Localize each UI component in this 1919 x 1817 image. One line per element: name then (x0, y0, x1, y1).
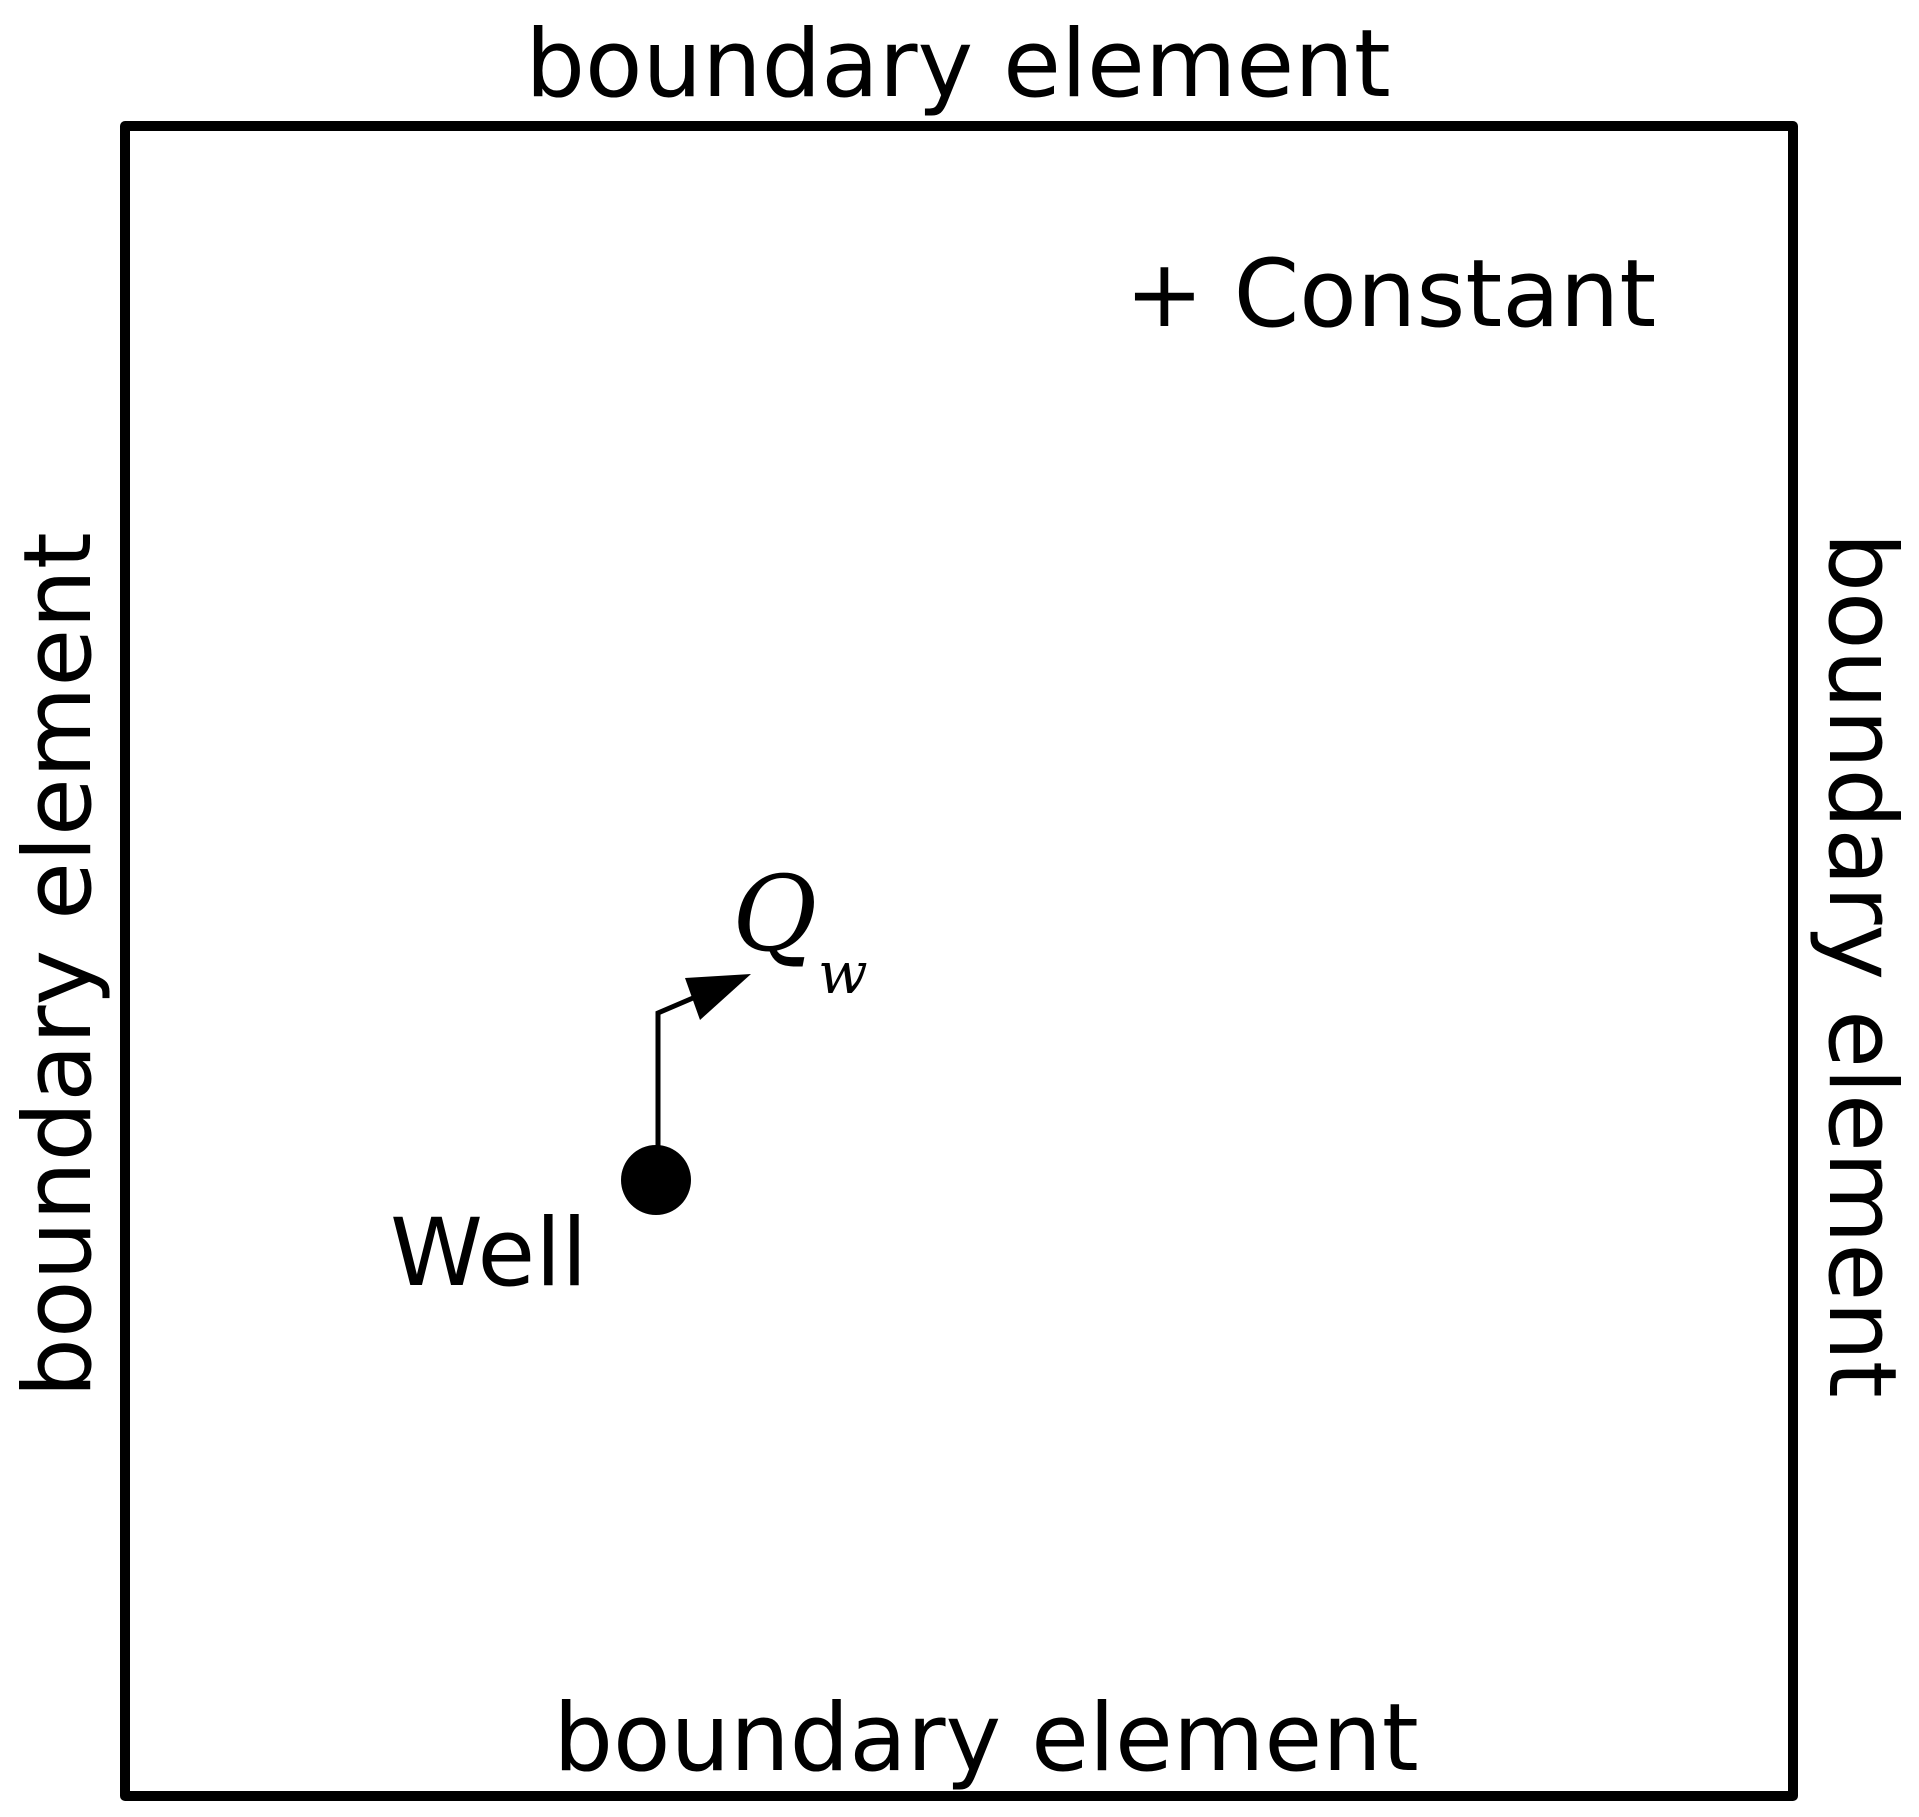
well-point (621, 1145, 691, 1215)
domain-boundary (120, 121, 1798, 1801)
constant-label: + Constant (1125, 240, 1656, 349)
flow-arrow-shaft (655, 992, 701, 1150)
flow-rate-subscript: w (818, 939, 868, 1007)
flow-rate-symbol: Q (732, 853, 817, 975)
flow-arrowhead (685, 974, 751, 1020)
left-boundary-label: boundary element (4, 532, 113, 1397)
top-boundary-label: boundary element (525, 10, 1390, 119)
well-label: Well (390, 1199, 588, 1308)
right-boundary-label: boundary element (1807, 532, 1916, 1397)
bottom-boundary-label: boundary element (553, 1684, 1418, 1793)
